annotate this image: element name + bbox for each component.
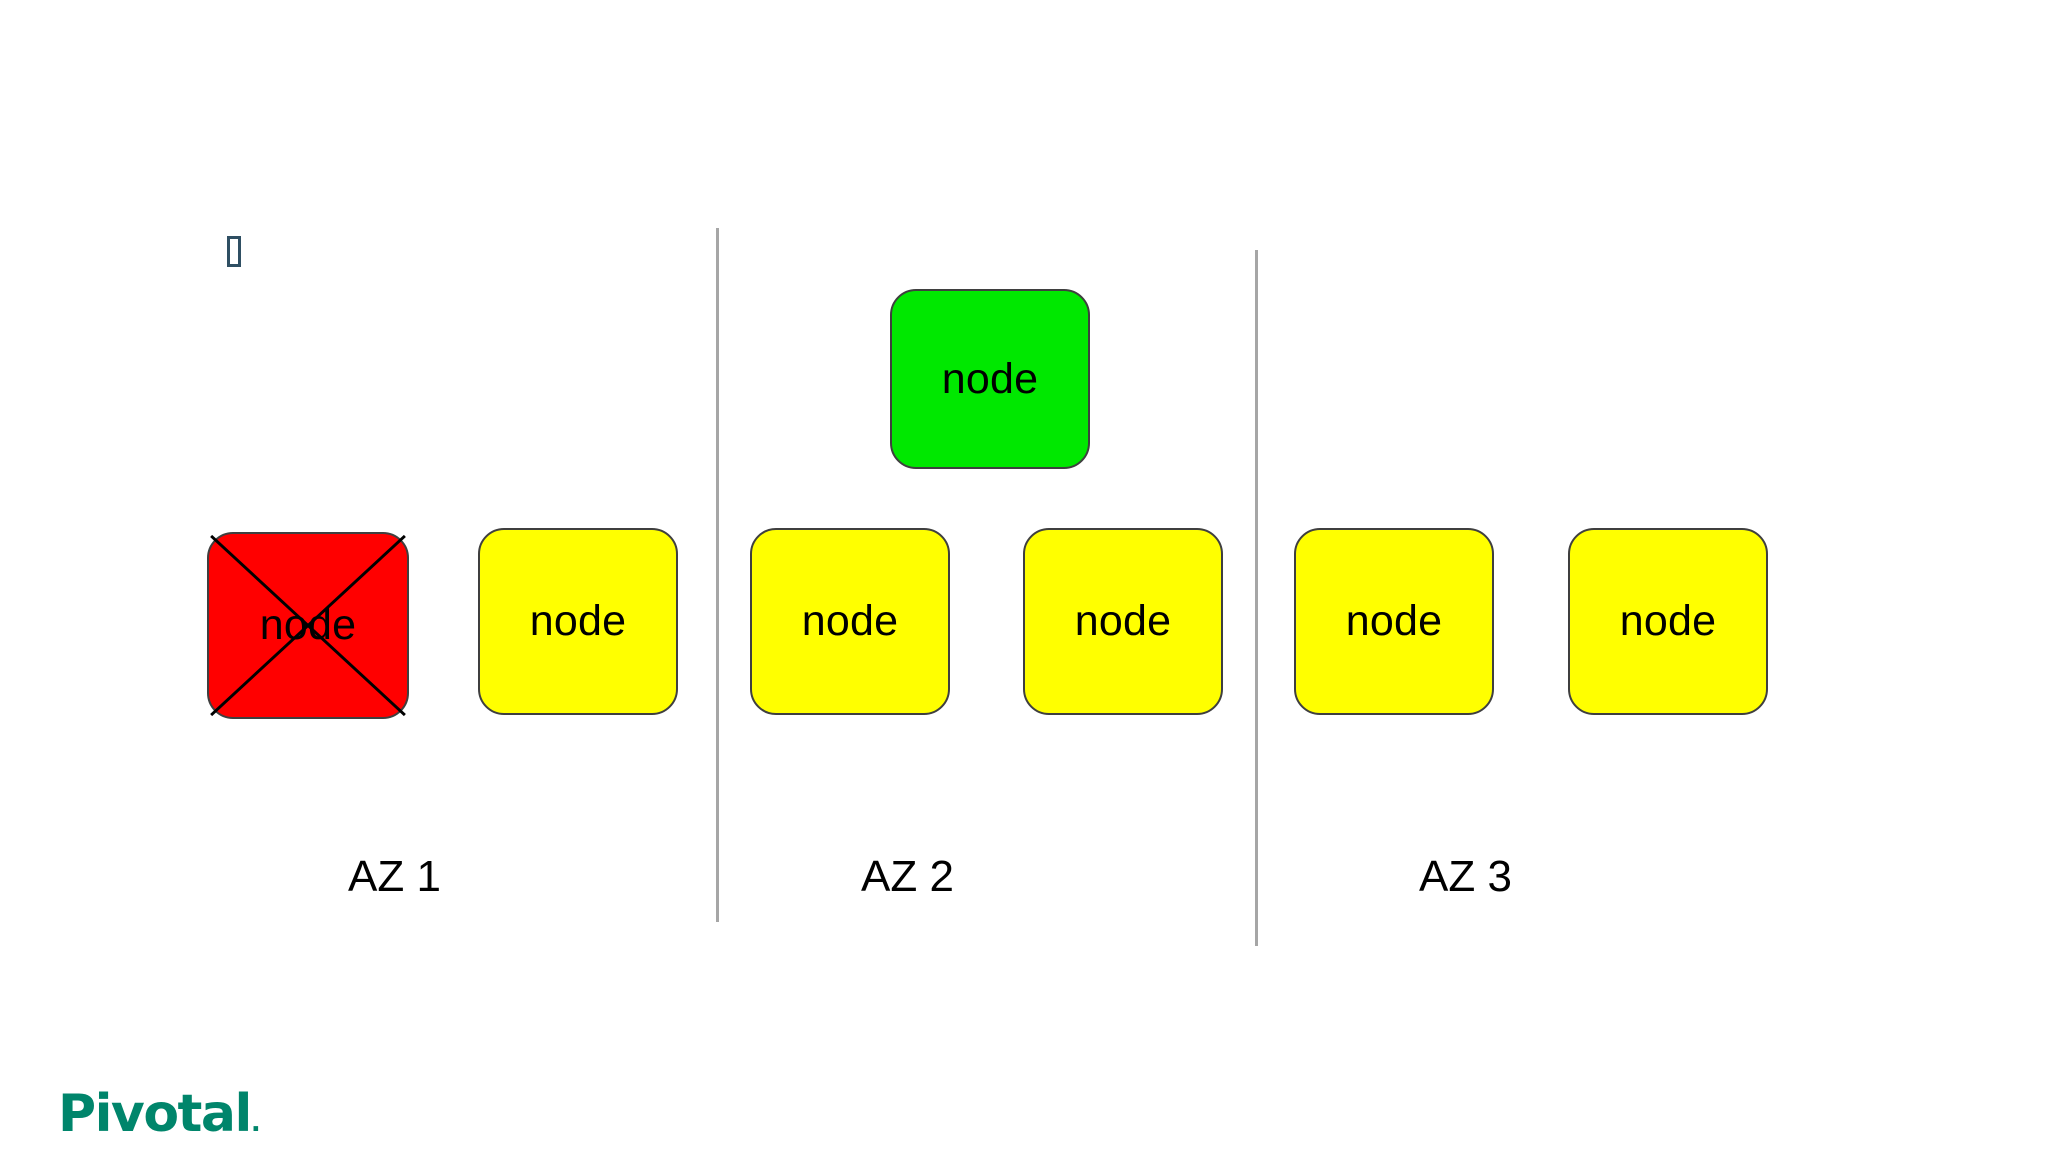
- node-label: node: [1074, 597, 1172, 645]
- az-label-2: AZ 2: [861, 852, 954, 901]
- node-failed-cross-icon: [210, 534, 406, 717]
- pivotal-wordmark-text: Pivotal: [58, 1084, 252, 1144]
- node-box-az-2-3[interactable]: node: [1023, 528, 1223, 715]
- az-label-3: AZ 3: [1419, 852, 1512, 901]
- node-label: node: [801, 597, 899, 645]
- pivotal-logo: Pivotal.: [58, 1088, 261, 1140]
- node-label: node: [1345, 597, 1443, 645]
- az-label-1: AZ 1: [348, 852, 441, 901]
- pivotal-wordmark-dot: .: [250, 1108, 261, 1138]
- node-box-az-3-1[interactable]: node: [1294, 528, 1494, 715]
- node-box-az-1-2[interactable]: node: [478, 528, 678, 715]
- divider-az1-az2: [716, 228, 719, 922]
- node-label: node: [529, 597, 627, 645]
- node-label: node: [1619, 597, 1717, 645]
- missing-character-box-icon: [227, 236, 241, 267]
- node-label: node: [941, 354, 1039, 403]
- node-box-az-2-2[interactable]: node: [750, 528, 950, 715]
- node-box-az-3-2[interactable]: node: [1568, 528, 1768, 715]
- node-box-az-1-1[interactable]: node: [207, 532, 409, 719]
- node-box-az-2-1[interactable]: node: [890, 289, 1090, 469]
- divider-az2-az3: [1255, 250, 1258, 946]
